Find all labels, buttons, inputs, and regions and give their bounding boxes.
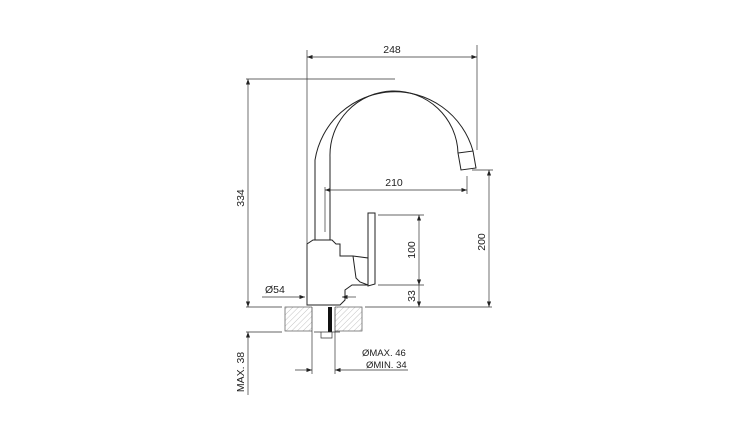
- dim-210-label: 210: [385, 177, 403, 189]
- dimension-spout-reach: 210: [324, 176, 468, 232]
- dim-200-label: 200: [476, 233, 488, 251]
- dim-max-46-label: ØMAX. 46: [362, 348, 406, 359]
- dimension-overall-height: 334: [235, 78, 395, 307]
- faucet-outline: [306, 90, 477, 306]
- dim-54-label: Ø54: [265, 284, 285, 296]
- spout-outer: [314, 91, 474, 240]
- dimension-hole-diameter: ØMAX. 46 ØMIN. 34: [295, 331, 408, 374]
- dim-334-label: 334: [235, 189, 247, 207]
- counter-top: [246, 306, 492, 339]
- dimension-counter-thickness: MAX. 38: [235, 331, 282, 395]
- dim-33-label: 33: [406, 290, 418, 302]
- lever-handle: [352, 212, 376, 287]
- dim-248-label: 248: [383, 44, 401, 56]
- dimension-overall-width: 248: [306, 44, 478, 305]
- mounting-bolt: [328, 307, 332, 332]
- mounting-nut: [314, 331, 340, 339]
- dim-max-38-label: MAX. 38: [235, 352, 247, 392]
- faucet-body: [306, 239, 369, 306]
- spout-nozzle: [457, 150, 477, 171]
- dim-100-label: 100: [406, 241, 418, 259]
- dimension-spout-height: 200: [472, 169, 493, 307]
- dim-min-34-label: ØMIN. 34: [366, 360, 407, 371]
- spout-inner: [329, 90, 459, 240]
- dimension-base-diameter: Ø54: [262, 284, 356, 300]
- dimension-lever: 100 33: [378, 214, 424, 307]
